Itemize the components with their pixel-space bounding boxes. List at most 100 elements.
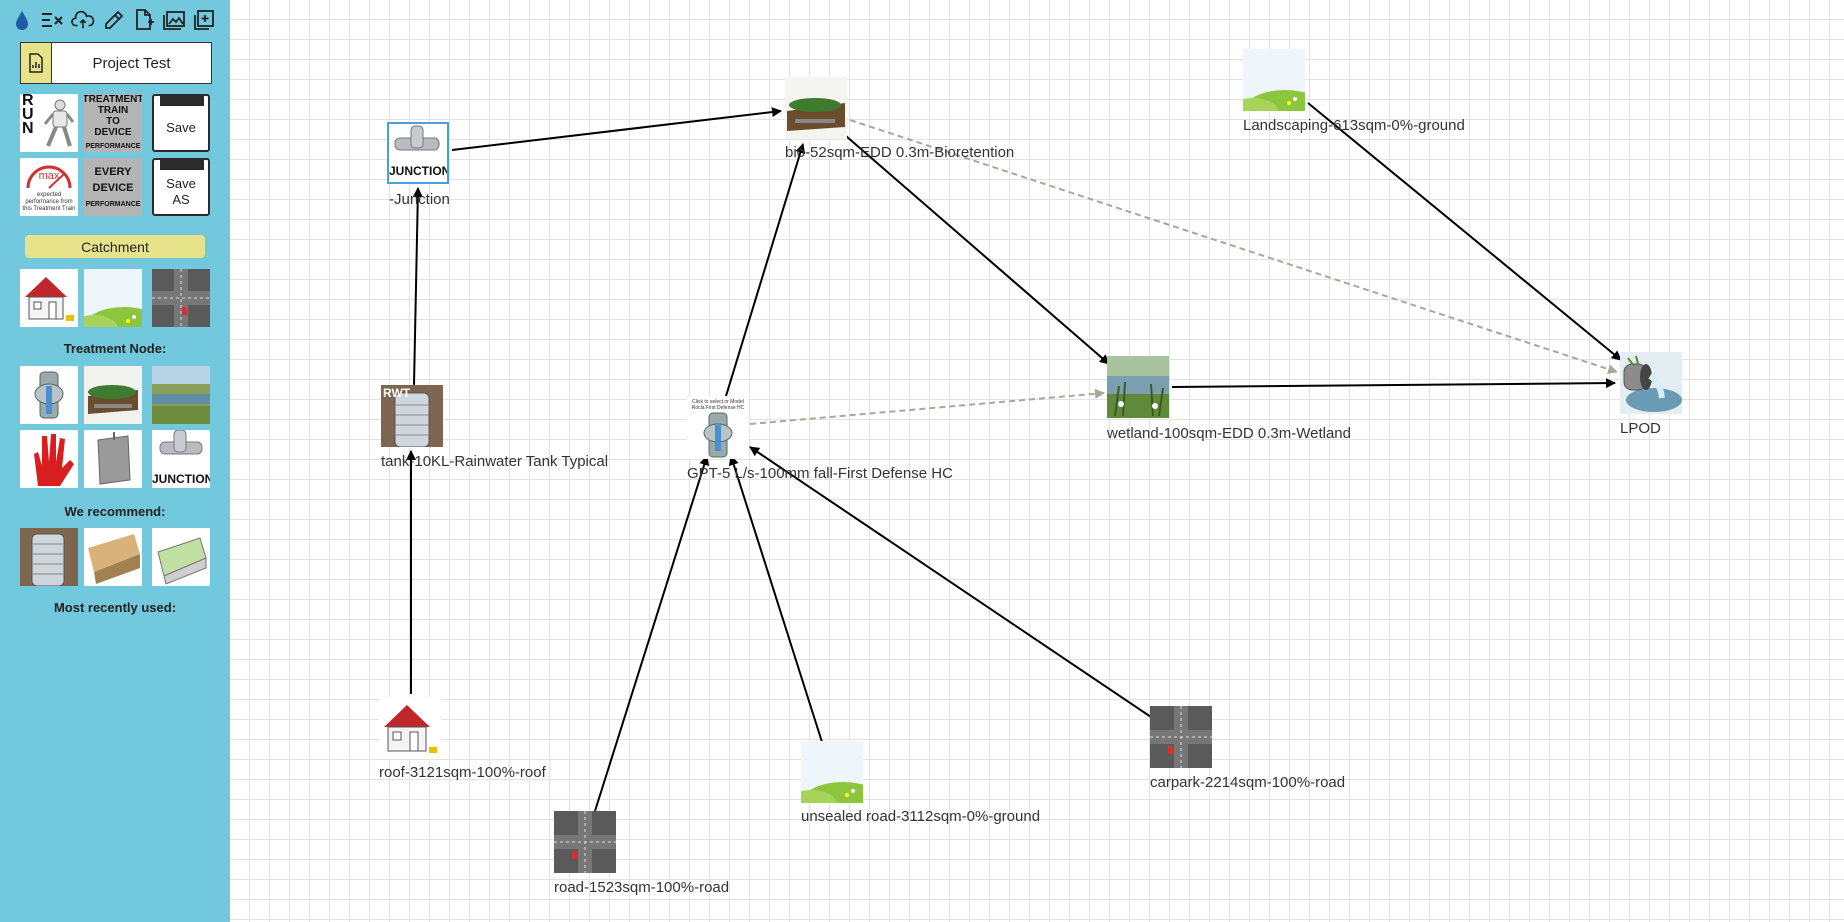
treatment-node-heading: Treatment Node: — [63, 341, 167, 356]
gpt-device-icon — [20, 366, 78, 424]
recommend-raingarden[interactable] — [152, 528, 210, 586]
cloud-upload-icon[interactable] — [71, 8, 95, 32]
floppy-shutter-icon — [160, 96, 204, 106]
node-lpod[interactable] — [1620, 352, 1682, 414]
add-window-icon[interactable] — [192, 8, 216, 32]
node-wetland[interactable] — [1107, 356, 1169, 418]
wetland-icon — [152, 366, 210, 424]
recommend-swale[interactable] — [84, 528, 142, 586]
palette-gpt[interactable] — [20, 366, 78, 424]
node-gpt[interactable]: Click to select or Model Rocla First Def… — [687, 397, 749, 459]
node-tank[interactable]: RWT — [381, 385, 443, 447]
node-gpt-icon-text: Click to select or Model Rocla First Def… — [691, 399, 745, 411]
node-wetland-label: wetland-100sqm-EDD 0.3m-Wetland — [1107, 425, 1351, 442]
gpt-device-icon — [703, 412, 733, 458]
palette-junction-label: JUNCTION — [152, 472, 210, 486]
tank-icon — [20, 528, 78, 586]
max-label: max — [38, 170, 60, 182]
palette-bioretention[interactable] — [84, 366, 142, 424]
sidebar: Project Test RUN TREATMENT TRAIN TO DEVI… — [0, 0, 230, 922]
palette-wetland[interactable] — [152, 366, 210, 424]
water-drop-icon[interactable] — [10, 8, 34, 32]
grass-icon — [1243, 49, 1305, 111]
every-device-button[interactable]: EVERY DEVICE PERFORMANCE — [84, 158, 142, 216]
we-recommend-heading: We recommend: — [64, 504, 166, 519]
train-performance-button[interactable]: TREATMENT TRAIN TO DEVICE PERFORMANCE — [84, 94, 142, 152]
diagram-canvas[interactable]: JUNCTION -Junction bio-52sqm-EDD 0.3m-Bi… — [230, 0, 1844, 922]
link-junction-to-bio[interactable] — [451, 107, 782, 151]
list-clear-icon[interactable] — [40, 8, 64, 32]
train-line-1: TREATMENT — [84, 94, 142, 105]
bioretention-icon — [785, 77, 847, 139]
max-caption: expected performance from this Treatment… — [22, 192, 76, 212]
save-as-button[interactable]: Save AS — [152, 158, 210, 216]
project-name[interactable]: Project Test — [92, 54, 171, 72]
image-icon[interactable] — [162, 8, 186, 32]
node-gpt-label: GPT-5 L/s-100mm fall-First Defense HC — [687, 465, 953, 482]
save-label: Save — [166, 120, 196, 135]
node-tank-icon-text: RWT — [383, 386, 411, 400]
node-landscaping[interactable] — [1243, 49, 1305, 111]
node-bioretention-label: bio-52sqm-EDD 0.3m-Bioretention — [785, 144, 1015, 161]
palette-hand[interactable] — [20, 430, 78, 488]
wetland-icon — [1107, 356, 1169, 418]
every-line-1: EVERY — [94, 166, 132, 178]
train-small: PERFORMANCE — [85, 143, 141, 150]
node-carpark-label: carpark-2214sqm-100%-road — [1150, 774, 1346, 791]
palette-ground[interactable] — [84, 269, 142, 327]
runner-icon — [43, 99, 75, 147]
node-roof[interactable] — [379, 697, 441, 759]
tank-icon — [381, 385, 443, 447]
node-junction[interactable]: JUNCTION — [387, 122, 449, 184]
report-icon[interactable] — [21, 43, 52, 83]
catchment-button[interactable]: Catchment — [25, 235, 205, 258]
box-device-icon — [84, 430, 142, 488]
run-label: RUN — [22, 94, 34, 137]
save-as-label: Save AS — [166, 176, 196, 207]
house-icon — [379, 697, 441, 759]
train-line-4: DEVICE — [94, 127, 132, 138]
floppy-shutter-icon — [160, 160, 204, 170]
link-gpt-to-bio[interactable] — [725, 143, 806, 397]
pipe-junction-icon — [159, 430, 203, 455]
node-carpark[interactable] — [1150, 706, 1212, 768]
outlet-pipe-icon — [1620, 352, 1682, 414]
node-unsealed-road[interactable] — [801, 741, 863, 803]
link-unsealed-to-gpt[interactable] — [728, 455, 823, 743]
hand-icon — [20, 430, 78, 488]
raingarden-icon — [152, 528, 210, 586]
link-landscaping-to-lpod[interactable] — [1307, 102, 1622, 361]
run-button[interactable]: RUN — [20, 94, 78, 152]
every-small: PERFORMANCE — [85, 201, 141, 208]
node-unsealed-road-label: unsealed road-3112sqm-0%-ground — [801, 808, 1041, 825]
max-performance-button[interactable]: max expected performance from this Treat… — [20, 158, 78, 216]
recommend-tank[interactable] — [20, 528, 78, 586]
most-recently-used-heading: Most recently used: — [53, 600, 177, 615]
link-tank-to-junction[interactable] — [412, 187, 423, 386]
node-landscaping-label: Landscaping-613sqm-0%-ground — [1243, 117, 1465, 134]
save-button[interactable]: Save — [152, 94, 210, 152]
gauge-icon — [26, 165, 72, 189]
edit-icon[interactable] — [102, 8, 126, 32]
link-wetland-to-lpod[interactable] — [1171, 378, 1616, 389]
project-name-box[interactable]: Project Test — [20, 42, 212, 84]
grass-icon — [84, 269, 142, 327]
every-line-2: DEVICE — [92, 182, 134, 194]
node-junction-label: -Junction — [389, 191, 450, 208]
palette-generic-node[interactable] — [84, 430, 142, 488]
train-line-3: TO — [106, 116, 120, 127]
link-carpark-to-gpt[interactable] — [749, 446, 1152, 718]
palette-junction[interactable]: JUNCTION — [152, 430, 210, 488]
link-road-to-gpt[interactable] — [594, 455, 710, 812]
pipe-junction-icon — [394, 125, 440, 151]
link-bio-to-lpod-dashed[interactable] — [849, 119, 1618, 374]
node-bioretention[interactable] — [785, 77, 847, 139]
new-file-icon[interactable] — [132, 8, 156, 32]
link-bio-to-wetland[interactable] — [845, 135, 1110, 365]
palette-roof[interactable] — [20, 269, 78, 327]
node-roof-label: roof-3121sqm-100%-roof — [379, 764, 546, 781]
road-icon — [152, 269, 210, 327]
link-gpt-to-wetland-dashed[interactable] — [749, 388, 1105, 425]
palette-road[interactable] — [152, 269, 210, 327]
node-road[interactable] — [554, 811, 616, 873]
